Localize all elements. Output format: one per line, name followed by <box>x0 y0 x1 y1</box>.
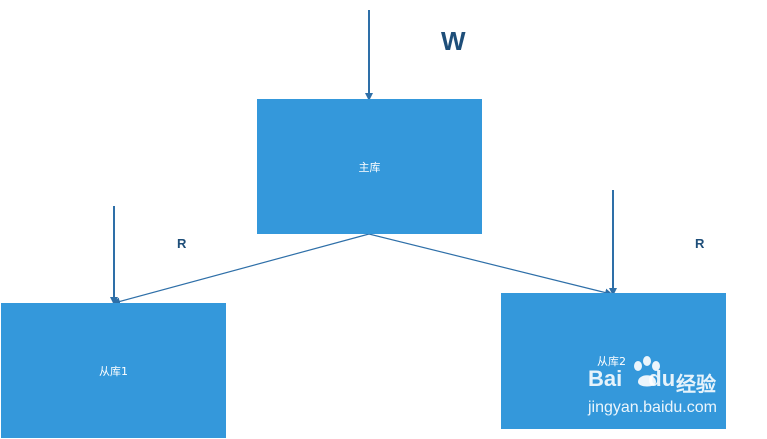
replication-line-right <box>368 233 613 297</box>
replication-line-left <box>112 233 370 306</box>
slave1-db-label: 从库1 <box>99 364 128 378</box>
slave2-db-box: 从库2 <box>501 293 726 429</box>
master-db-label: 主库 <box>358 160 381 174</box>
watermark-url: jingyan.baidu.com <box>588 399 717 416</box>
paw-icon <box>634 356 660 387</box>
slave2-db-label: 从库2 <box>597 355 626 368</box>
read-label-left: R <box>177 236 187 251</box>
master-db-box: 主库 <box>257 99 482 234</box>
read-label-right: R <box>695 236 705 251</box>
write-label: W <box>441 26 467 56</box>
watermark-cn: 经验 <box>676 372 716 396</box>
slave1-db-box: 从库1 <box>1 303 226 438</box>
